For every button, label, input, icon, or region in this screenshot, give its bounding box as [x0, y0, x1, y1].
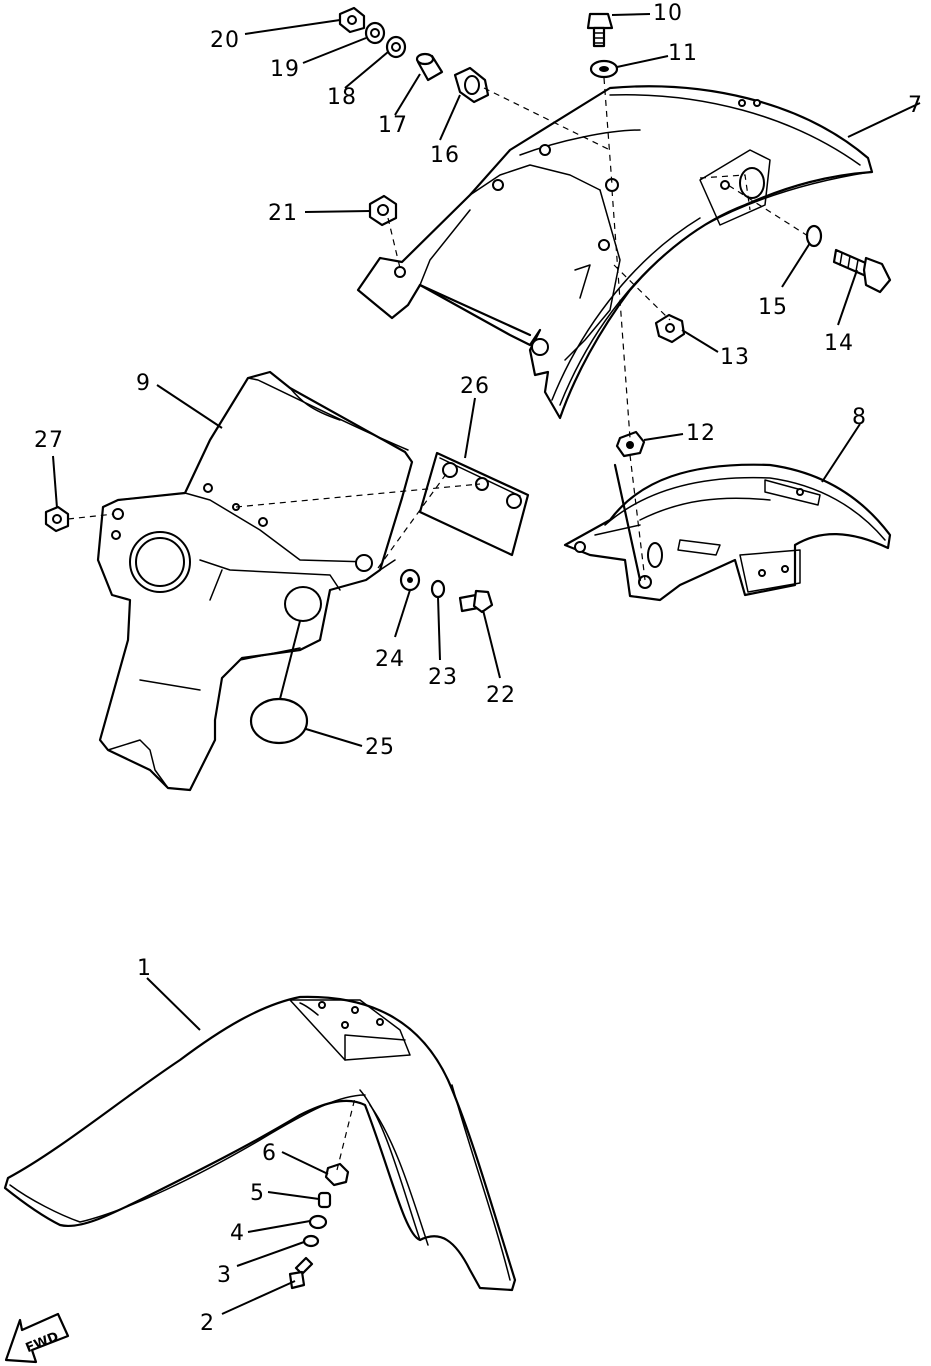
- label-part-4: 4: [230, 1221, 245, 1246]
- label-part-6: 6: [262, 1141, 277, 1166]
- rear-fender-flap: [563, 463, 892, 602]
- part-labels: 20 19 18 17 16 10 11 7 21 15 14 13 12 8 …: [34, 1, 923, 1336]
- license-plate-light-panel: [418, 451, 530, 557]
- label-part-13: 13: [720, 345, 750, 370]
- hardware-23-washer: [430, 579, 446, 599]
- hardware-24-nut: [399, 568, 421, 592]
- license-plate-bracket: [96, 370, 414, 792]
- hardware-21-nut: [368, 194, 398, 227]
- hardware-17-collar: [415, 52, 444, 82]
- hardware-10-bolt: [586, 12, 614, 48]
- label-part-10: 10: [653, 1, 683, 26]
- label-part-5: 5: [250, 1181, 265, 1206]
- label-part-7: 7: [908, 93, 923, 118]
- hardware-13-nut: [654, 313, 686, 344]
- label-part-12: 12: [686, 421, 716, 446]
- label-part-14: 14: [824, 331, 854, 356]
- rear-fender: [356, 85, 874, 420]
- label-part-11: 11: [668, 41, 698, 66]
- grommet-cap: [249, 697, 309, 745]
- hardware-14-bolt: [832, 248, 892, 294]
- label-part-26: 26: [460, 374, 490, 399]
- label-part-22: 22: [486, 683, 516, 708]
- assembly-lines: [67, 77, 809, 1171]
- label-part-21: 21: [268, 201, 298, 226]
- hardware-20-nut: [338, 6, 366, 34]
- label-part-3: 3: [217, 1263, 232, 1288]
- hardware-18-washer: [385, 35, 407, 59]
- label-part-25: 25: [365, 735, 395, 760]
- hardware-22-bolt: [458, 589, 494, 614]
- label-part-19: 19: [270, 57, 300, 82]
- hardware-2-bolt: [288, 1256, 314, 1290]
- leader-lines: [52, 13, 921, 1315]
- label-part-23: 23: [428, 665, 458, 690]
- label-part-2: 2: [200, 1311, 215, 1336]
- hardware-27-nut: [44, 505, 70, 533]
- hardware-4-washer: [308, 1214, 328, 1230]
- label-part-15: 15: [758, 295, 788, 320]
- front-fender: [3, 995, 517, 1292]
- forward-direction-arrow: FWD: [4, 1312, 70, 1364]
- hardware-19-spring-washer: [364, 21, 386, 45]
- label-part-1: 1: [137, 956, 152, 981]
- label-part-18: 18: [327, 85, 357, 110]
- hardware-3-washer: [302, 1234, 320, 1248]
- label-part-16: 16: [430, 143, 460, 168]
- hardware-5-collar: [317, 1191, 332, 1209]
- label-part-27: 27: [34, 428, 64, 453]
- hardware-6-nut: [324, 1162, 350, 1187]
- hardware-12-nut: [615, 430, 646, 458]
- label-part-20: 20: [210, 28, 240, 53]
- hardware-16-grommet: [453, 66, 490, 104]
- label-part-17: 17: [378, 113, 408, 138]
- label-part-9: 9: [136, 371, 151, 396]
- label-part-24: 24: [375, 647, 405, 672]
- label-part-8: 8: [852, 405, 867, 430]
